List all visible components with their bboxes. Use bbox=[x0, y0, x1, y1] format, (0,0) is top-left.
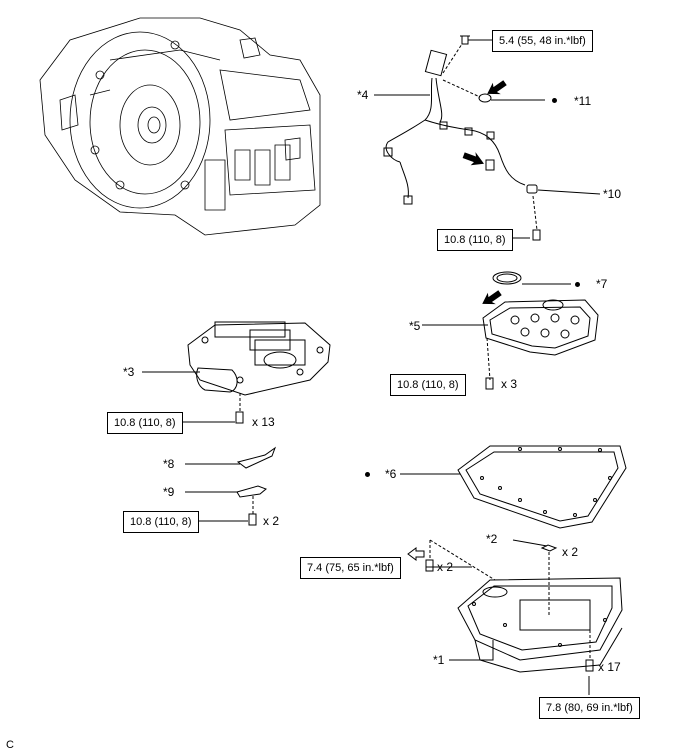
figure-code: C bbox=[6, 739, 14, 751]
part-label-8: *8 bbox=[163, 457, 175, 471]
part-label-1: *1 bbox=[433, 653, 445, 667]
torque-spec-strainer-bolt: 10.8 (110, 8) bbox=[390, 374, 466, 396]
part-label-2: *2 bbox=[486, 532, 498, 546]
part-label-10: *10 bbox=[603, 187, 622, 201]
qty-magnets: x 2 bbox=[562, 545, 579, 559]
part-label-11: *11 bbox=[574, 94, 592, 108]
torque-spec-bracket-bolt: 10.8 (110, 8) bbox=[123, 511, 199, 533]
part-label-5: *5 bbox=[409, 319, 421, 333]
bracket-illustrations bbox=[236, 446, 277, 526]
non-reusable-dot-11 bbox=[552, 98, 557, 103]
torque-spec-clamp-bolt: 10.8 (110, 8) bbox=[437, 229, 513, 251]
torque-spec-valve-body-bolt: 10.8 (110, 8) bbox=[107, 412, 183, 434]
part-label-6: *6 bbox=[385, 467, 397, 481]
non-reusable-dot-6 bbox=[365, 472, 370, 477]
qty-strainer-bolts: x 3 bbox=[501, 377, 518, 391]
oil-pan-illustration bbox=[425, 539, 623, 673]
transmission-wire-illustration bbox=[383, 35, 541, 241]
part-label-9: *9 bbox=[163, 485, 175, 499]
indicator-arrows bbox=[462, 80, 507, 305]
valve-body-illustration bbox=[187, 321, 331, 424]
part-label-7: *7 bbox=[596, 277, 608, 291]
qty-pan-bolts-special: x 2 bbox=[437, 560, 454, 574]
torque-spec-wire-bolt: 5.4 (55, 48 in.*lbf) bbox=[492, 30, 593, 52]
strainer-illustration bbox=[482, 271, 599, 390]
part-label-4: *4 bbox=[357, 88, 369, 102]
oil-pan-gasket-illustration bbox=[457, 445, 627, 529]
torque-spec-pan-bolt: 7.8 (80, 69 in.*lbf) bbox=[539, 697, 640, 719]
non-reusable-dot-7 bbox=[575, 282, 580, 287]
qty-pan-bolts: x 17 bbox=[598, 660, 621, 674]
part-label-3: *3 bbox=[123, 365, 135, 379]
qty-bracket-bolts: x 2 bbox=[263, 514, 280, 528]
qty-valve-body-bolts: x 13 bbox=[252, 415, 275, 429]
torque-spec-pan-bolt-special: 7.4 (75, 65 in.*lbf) bbox=[300, 557, 401, 579]
transaxle-illustration bbox=[39, 17, 321, 236]
